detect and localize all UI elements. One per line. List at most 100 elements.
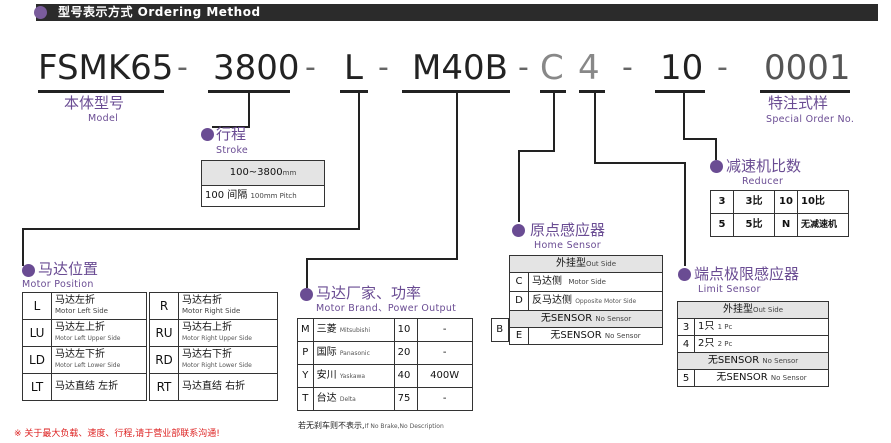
stroke-pitch-value: 100 间隔 (205, 190, 248, 201)
stroke-range-unit: mm (282, 169, 297, 177)
position-title: 马达位置 (38, 260, 99, 278)
motor-brand: 国际 Panasonic (312, 341, 395, 365)
code-dash: - (717, 50, 728, 85)
stroke-table: 100~3800mm 100 间隔 100mm Pitch (201, 160, 325, 207)
position-code: RD (149, 346, 179, 374)
code-dash: - (518, 50, 529, 85)
footnote: ※ 关于最大负载、速度、行程,请于营业部联系沟通! (14, 429, 220, 439)
home-code: C (509, 272, 529, 292)
motor-brand-cn: 国际 (316, 346, 337, 358)
motor-output: - (416, 341, 473, 365)
bullet-icon (201, 128, 214, 141)
limit-option: 无SENSOR No Sensor (694, 369, 829, 387)
motor-title-en: Motor Brand、Power Output (316, 303, 457, 314)
brake-note-cn: 若无刹车则不表示, (298, 421, 365, 430)
motor-code: P (297, 341, 314, 365)
position-option: 马达直结 左折 (51, 373, 147, 401)
home-none-head: 无SENSOR No Sensor (509, 310, 663, 328)
motor-brand-cn: 安川 (316, 369, 337, 381)
limit-none-en: No Sensor (762, 357, 799, 365)
connector-line (306, 258, 308, 288)
motor-code: Y (297, 364, 314, 388)
limit-code: 5 (677, 369, 695, 387)
home-code: E (509, 327, 529, 345)
code-dash: - (622, 50, 633, 85)
home-none-cn: 无SENSOR (540, 313, 593, 324)
code-reducer: 10 (660, 48, 704, 88)
underline (540, 90, 566, 93)
position-code: R (149, 292, 179, 320)
home-title: 原点感应器 (530, 221, 606, 239)
motor-power: 40 (393, 364, 418, 388)
home-option-en: Opposite Motor Side (575, 297, 637, 305)
limit-option-cn: 2只 (698, 338, 715, 349)
motor-output: - (416, 318, 473, 342)
position-code: LT (22, 373, 52, 401)
motor-brand-en: Mitsubishi (339, 326, 371, 334)
home-option: 反马达侧 Opposite Motor Side (528, 291, 663, 311)
position-cn: 马达左上折 (55, 322, 105, 333)
position-option: 马达直结 右折 (178, 373, 278, 401)
underline (760, 90, 850, 93)
motor-brand: 三菱 Mitsubishi (312, 318, 395, 342)
code-position: L (344, 48, 363, 88)
reducer-value: 无减速机 (797, 213, 849, 237)
bullet-icon (678, 268, 691, 281)
connector-line (553, 92, 555, 152)
motor-table: M 三菱 Mitsubishi 10 - B P 国际 Panasonic 20… (297, 318, 509, 411)
home-option-cn: 反马达侧 (532, 294, 572, 306)
bullet-icon (300, 288, 313, 301)
home-option-en: No Sensor (604, 332, 641, 340)
position-en: Motor Left Upper Side (55, 335, 121, 342)
position-code: LU (22, 319, 52, 347)
connector-line (358, 92, 360, 230)
limit-option-en: 2 Pc (717, 340, 733, 348)
connector-line (248, 92, 250, 128)
motor-brand-en: Panasonic (339, 349, 370, 357)
home-title-en: Home Sensor (534, 240, 601, 251)
connector-line (518, 150, 520, 222)
connector-line (683, 138, 717, 140)
motor-brand-en: Delta (339, 395, 356, 403)
brake-code: B (490, 318, 509, 342)
section-header: 型号表示方式 Ordering Method (34, 4, 878, 21)
limit-none-head: 无SENSOR No Sensor (677, 352, 829, 370)
code-limit: 4 (578, 48, 600, 88)
position-cn: 马达左折 (55, 295, 95, 306)
motor-power: 75 (393, 387, 418, 411)
home-option-cn: 马达侧 (532, 276, 562, 287)
connector-line (22, 228, 360, 230)
position-en: Motor Right Side (182, 307, 241, 315)
connector-line (684, 162, 686, 266)
motor-output: - (416, 387, 473, 411)
position-code: RU (149, 319, 179, 347)
position-cn: 马达右上折 (182, 322, 232, 333)
motor-code: T (297, 387, 314, 411)
reducer-table: 3 3比 10 10比 5 5比 N 无减速机 (710, 190, 849, 237)
motor-code: M (297, 318, 314, 342)
underline (402, 90, 510, 93)
section-title: 型号表示方式 Ordering Method (58, 5, 261, 19)
position-code: LD (22, 346, 52, 374)
limit-option: 2只 2 Pc (694, 335, 829, 353)
position-option: 马达左上折 Motor Left Upper Side (51, 319, 147, 347)
underline (340, 90, 368, 93)
connector-line (306, 258, 458, 260)
home-option: 无SENSOR No Sensor (528, 327, 663, 345)
reducer-code: 3 (710, 190, 734, 214)
limit-code: 4 (677, 335, 695, 353)
underline (579, 90, 605, 93)
position-en: Motor Right Upper Side (182, 335, 253, 342)
motor-power: 10 (393, 318, 418, 342)
home-head: 外挂型Out Side (509, 255, 663, 273)
motor-brand: 安川 Yaskawa (312, 364, 395, 388)
model-label-en: Model (88, 113, 119, 124)
reducer-code: 5 (710, 213, 734, 237)
position-code: RT (149, 373, 179, 401)
code-dash: - (177, 50, 188, 85)
bullet-icon (22, 264, 35, 277)
position-en: Motor Right Lower Side (182, 362, 252, 369)
position-en: Motor Left Lower Side (55, 362, 121, 369)
